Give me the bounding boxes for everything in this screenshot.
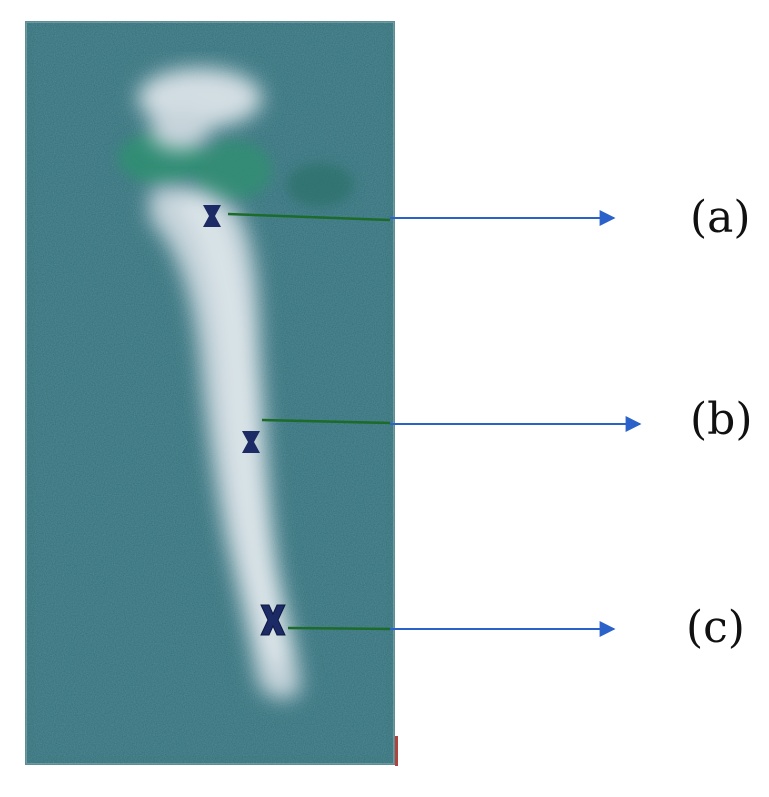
x-marker-icon (242, 431, 260, 453)
upper-bright-region (138, 68, 262, 150)
label-a: (a) (690, 192, 751, 243)
label-b: (b) (690, 394, 753, 445)
callout-arrows (390, 210, 642, 637)
corner-mark (395, 736, 398, 766)
leader-lines (227, 212, 391, 631)
x-marker-icon (203, 205, 221, 227)
spine-column (150, 186, 301, 699)
label-c: (c) (686, 602, 745, 653)
x-marker-icon (260, 604, 286, 636)
